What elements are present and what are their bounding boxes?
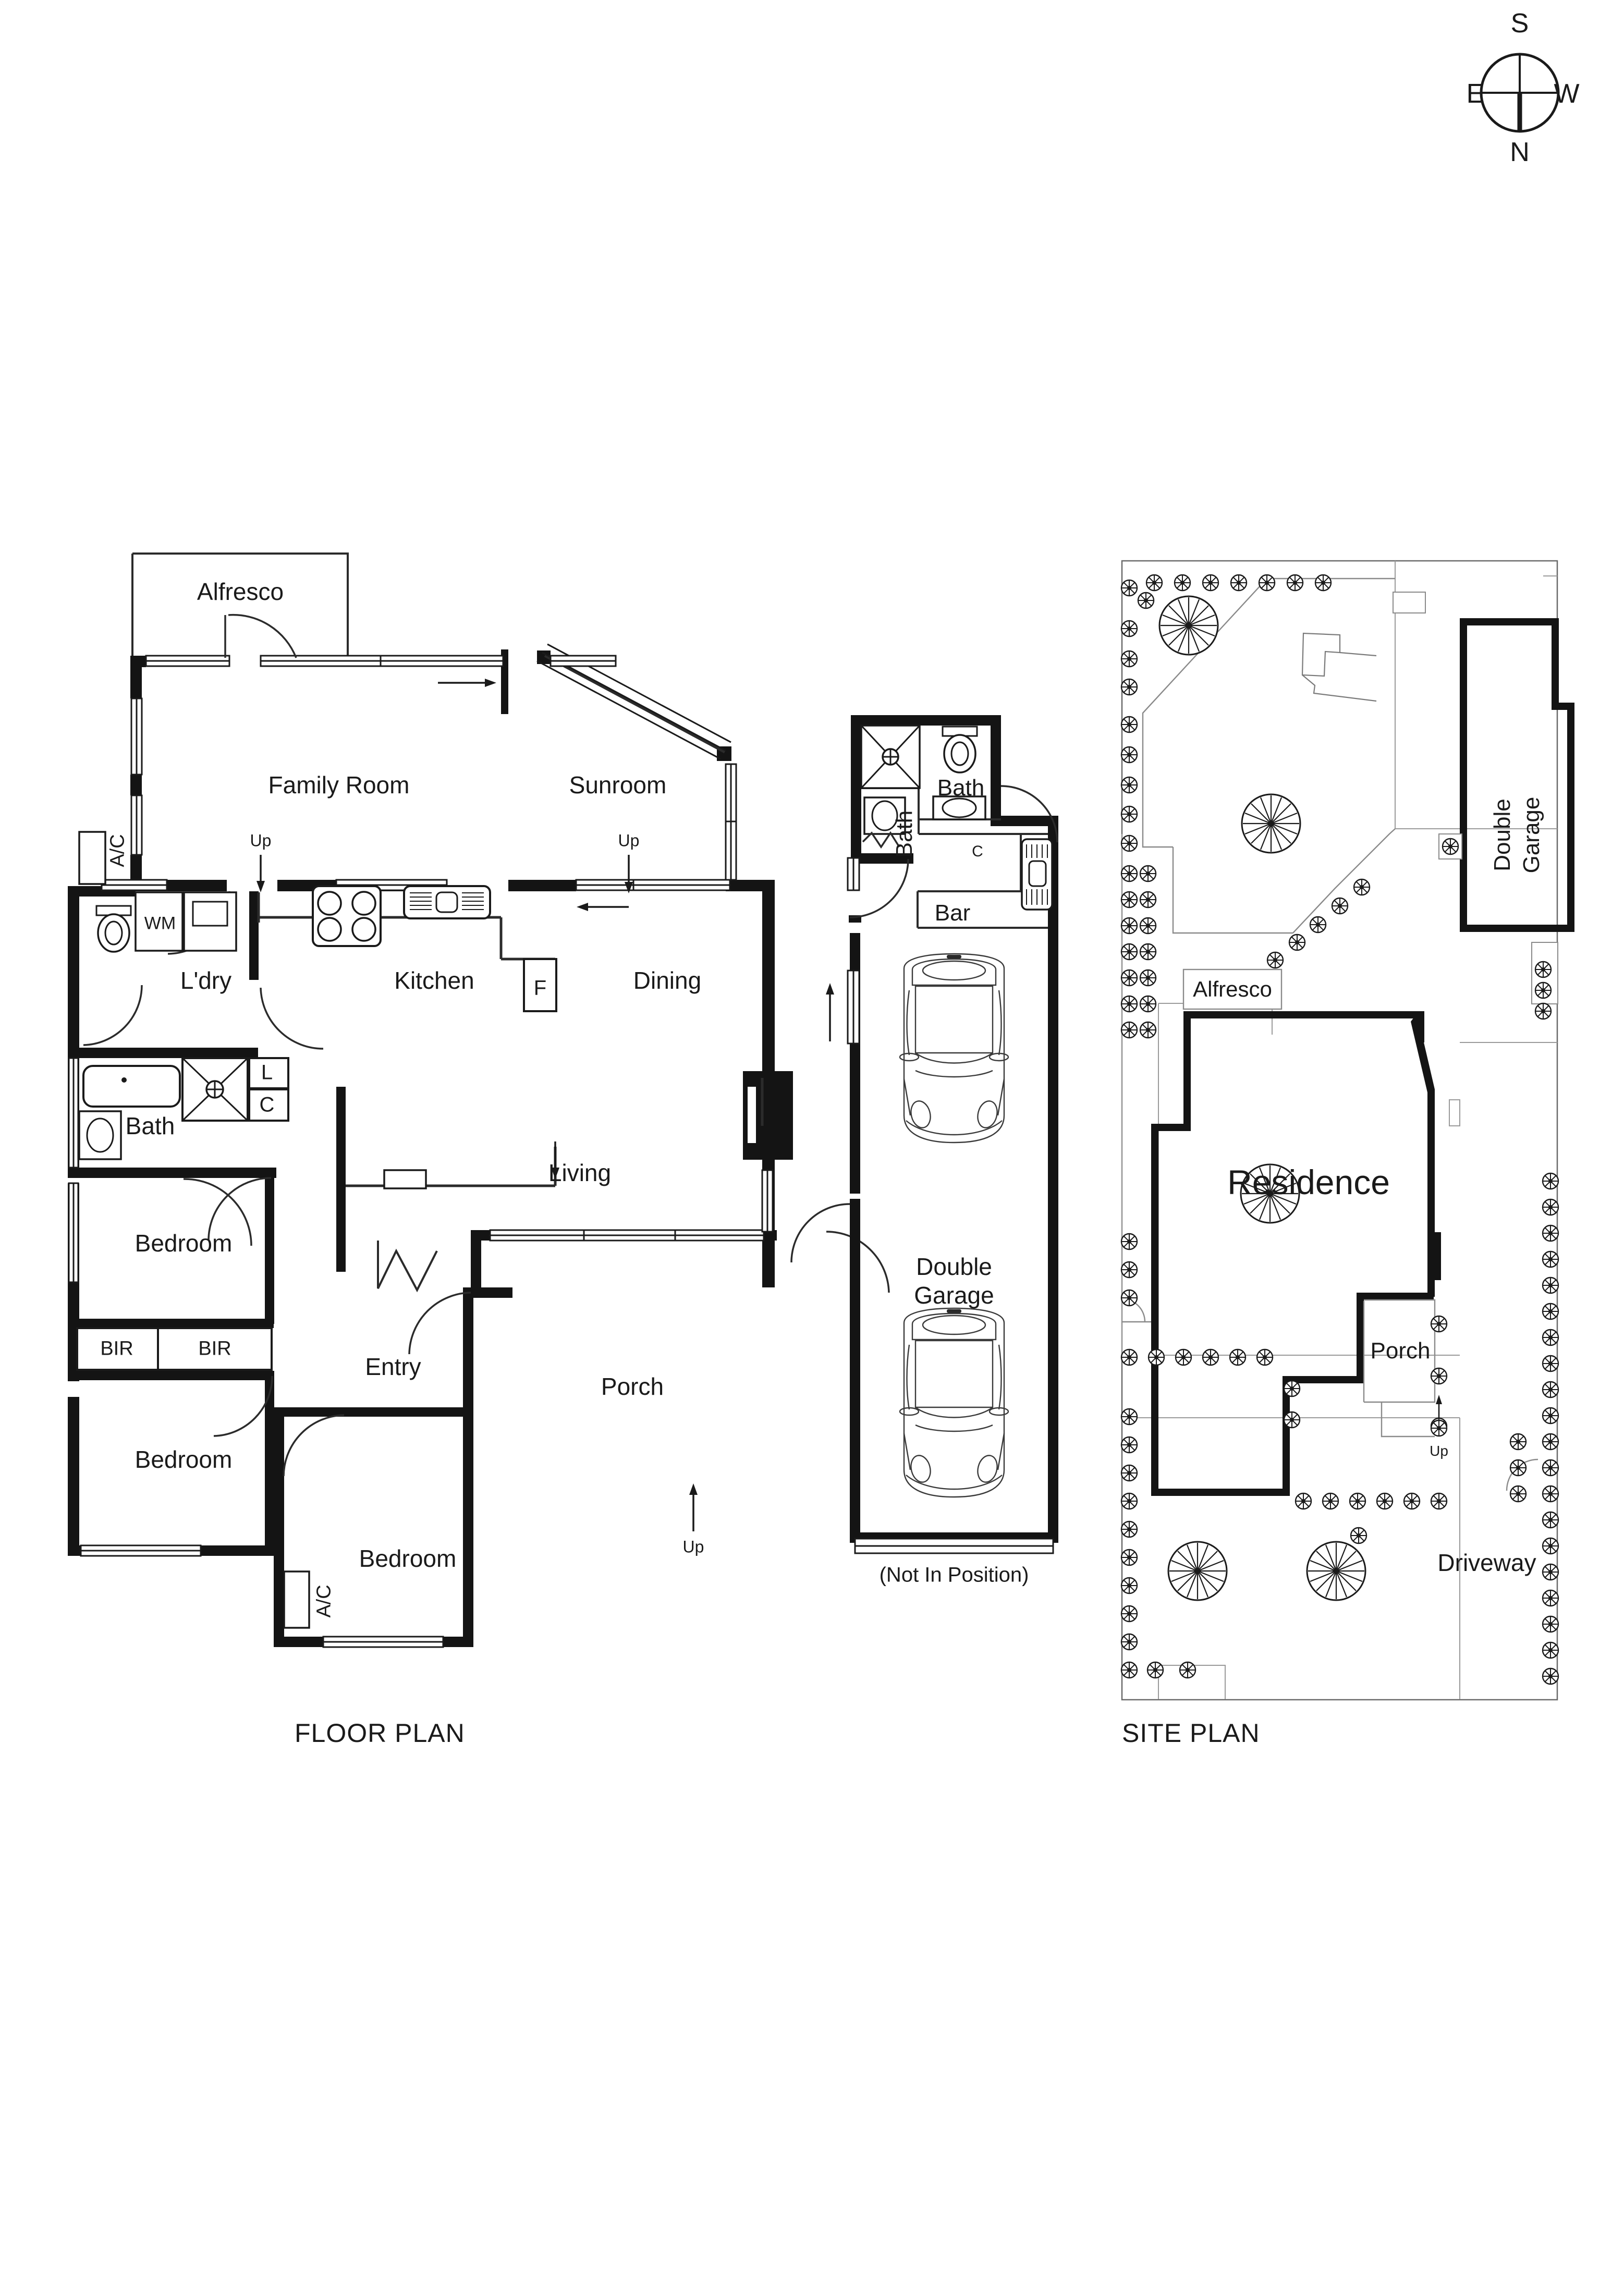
- bath-fixtures: [76, 1057, 310, 1629]
- site-label-residence: Residence: [1227, 1163, 1390, 1201]
- room-label-family-room: Family Room: [268, 771, 410, 799]
- floor-plan-graphic: [68, 552, 890, 1648]
- kitchen-fixtures: [312, 885, 557, 1189]
- compass-label-west: W: [1554, 79, 1580, 109]
- site-label-driveway: Driveway: [1437, 1549, 1536, 1576]
- compass-rose-graphic: [1480, 53, 1560, 133]
- site-label-double-garage-line2: Garage: [1519, 796, 1544, 874]
- room-label-bedroom-2: Bedroom: [135, 1446, 233, 1473]
- room-label-living: Living: [548, 1159, 612, 1186]
- stair-label-up-porch: Up: [682, 1537, 704, 1556]
- fixture-label-linen: L: [261, 1061, 273, 1084]
- fixture-label-garage-cupboard: C: [972, 843, 983, 860]
- site-residence-outline: [1151, 1011, 1441, 1496]
- car-icon-bottom: [899, 1307, 1009, 1498]
- room-label-entry: Entry: [365, 1353, 421, 1380]
- fixture-label-ac-family: A/C: [106, 834, 129, 867]
- stair-label-up-family: Up: [250, 831, 272, 850]
- tree-icon: [1306, 1541, 1366, 1601]
- fixture-label-bir-left: BIR: [100, 1337, 133, 1360]
- fixture-label-bir-right: BIR: [198, 1337, 231, 1360]
- room-label-porch: Porch: [601, 1373, 664, 1400]
- site-label-alfresco: Alfresco: [1193, 977, 1272, 1001]
- room-label-garage-bar: Bar: [934, 900, 971, 926]
- fixture-label-cupboard: C: [259, 1093, 275, 1116]
- room-label-double-garage-line2: Garage: [914, 1282, 994, 1309]
- site-label-porch: Porch: [1370, 1338, 1431, 1364]
- garage-not-in-position-note: (Not In Position): [879, 1563, 1029, 1587]
- room-label-garage-bath: Bath: [937, 775, 985, 801]
- room-label-bedroom-1: Bedroom: [135, 1230, 233, 1257]
- site-marker-up: Up: [1430, 1443, 1448, 1459]
- fixture-label-washing-machine: WM: [144, 913, 176, 934]
- tree-icon: [1241, 793, 1301, 854]
- tree-icon: [1167, 1541, 1228, 1601]
- car-icon-top: [899, 953, 1009, 1144]
- site-plan-title: SITE PLAN: [1122, 1718, 1260, 1748]
- laundry-fixtures: [78, 831, 237, 953]
- floor-plan-title: FLOOR PLAN: [295, 1718, 465, 1748]
- fixture-label-ac-bedroom3: A/C: [313, 1585, 335, 1618]
- room-label-bath: Bath: [125, 1112, 175, 1139]
- room-label-bedroom-3: Bedroom: [359, 1545, 457, 1572]
- tree-icon: [1158, 595, 1219, 656]
- compass-label-east: E: [1466, 79, 1485, 109]
- stair-label-up-sunroom: Up: [618, 831, 640, 850]
- room-label-double-garage-line1: Double: [916, 1253, 992, 1280]
- compass-label-north: N: [1510, 137, 1530, 167]
- room-label-laundry: L'dry: [180, 967, 232, 994]
- room-label-kitchen: Kitchen: [394, 967, 474, 994]
- site-label-double-garage-line1: Double: [1489, 799, 1515, 871]
- garage-plan-graphic: [790, 715, 1058, 1554]
- room-label-dining: Dining: [633, 967, 702, 994]
- room-label-sunroom: Sunroom: [569, 771, 667, 799]
- room-label-alfresco: Alfresco: [197, 578, 284, 605]
- fixture-label-fridge: F: [533, 976, 547, 1000]
- site-plan-graphic: [1120, 560, 1574, 1701]
- room-label-garage-bath-shower: Bath: [892, 810, 917, 858]
- compass-label-south: S: [1510, 8, 1529, 39]
